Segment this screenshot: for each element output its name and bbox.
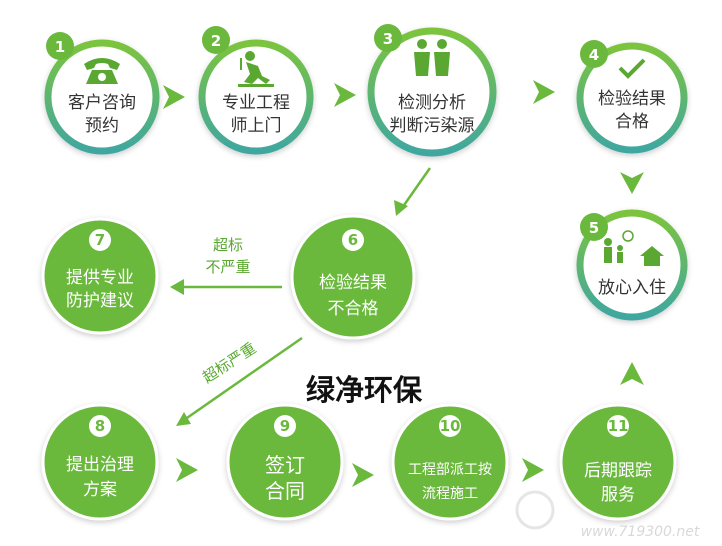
badge-5 xyxy=(580,213,608,241)
branch-label-minor-1: 超标 xyxy=(213,236,243,254)
step-3 xyxy=(367,27,497,157)
step-label: 客户咨询 xyxy=(68,93,136,113)
step-9 xyxy=(226,403,344,521)
branch-label-minor-2: 不严重 xyxy=(205,258,250,276)
step-label: 签订 xyxy=(265,453,305,477)
step-6 xyxy=(290,214,416,340)
worker-icon xyxy=(238,51,274,87)
step-label: 合同 xyxy=(265,479,305,503)
step-label: 后期跟踪 xyxy=(584,461,652,481)
step-label: 合格 xyxy=(615,112,649,132)
step-label: 师上门 xyxy=(231,116,282,136)
step-10 xyxy=(391,403,509,521)
step-number: 1 xyxy=(55,38,65,56)
step-label: 检验结果 xyxy=(319,273,387,293)
step-4 xyxy=(576,42,688,154)
branch-label-severe: 超标严重 xyxy=(199,339,259,387)
step-label: 检测分析 xyxy=(398,93,466,113)
step-number: 6 xyxy=(348,231,358,249)
step-number: 2 xyxy=(211,32,221,50)
arrow-10-11 xyxy=(522,458,544,482)
step-number: 8 xyxy=(95,417,105,435)
step-number: 9 xyxy=(280,417,290,435)
arrow-2-3 xyxy=(334,83,356,107)
step-label: 不合格 xyxy=(328,299,379,319)
watermark-url: www.719300.net xyxy=(581,524,700,540)
step-label: 预约 xyxy=(85,116,119,136)
arrow-6-8 xyxy=(176,412,191,426)
diagram-title: 绿净环保 xyxy=(306,373,423,407)
step-label: 专业工程 xyxy=(222,93,290,113)
arrow-3-4 xyxy=(533,80,555,104)
arrow-3-6 xyxy=(394,200,408,216)
technicians-icon xyxy=(414,39,450,76)
family-home-icon xyxy=(604,230,664,266)
arrow-1-2 xyxy=(163,85,185,109)
arrow-9-10 xyxy=(352,463,374,487)
arrow-11-5 xyxy=(620,362,644,385)
checkmark-icon xyxy=(618,58,646,79)
step-label: 提出治理 xyxy=(66,455,134,475)
step-number: 4 xyxy=(589,46,599,64)
telephone-icon xyxy=(84,58,120,84)
arrow-4-5 xyxy=(620,172,644,194)
step-number: 7 xyxy=(95,231,105,249)
step-label: 服务 xyxy=(601,485,635,505)
step-11 xyxy=(559,403,677,521)
step-2 xyxy=(198,39,314,155)
step-number: 3 xyxy=(383,30,393,48)
step-label: 流程施工 xyxy=(422,486,478,502)
connectors xyxy=(163,80,644,487)
step-label: 方案 xyxy=(83,480,117,500)
watermark: www.719300.net xyxy=(515,490,700,540)
step-number: 10 xyxy=(440,417,461,435)
arrow-8-9 xyxy=(176,458,198,482)
step-8 xyxy=(41,403,159,521)
step-label: 判断污染源 xyxy=(390,116,475,136)
step-label: 检验结果 xyxy=(598,89,666,109)
step-label: 放心入住 xyxy=(598,278,666,298)
step-number: 11 xyxy=(608,417,629,435)
connector-3-6 xyxy=(400,167,432,209)
badge-3 xyxy=(374,24,402,52)
step-7 xyxy=(41,217,159,335)
badge-4 xyxy=(580,40,608,68)
badge-2 xyxy=(202,26,230,54)
step-1 xyxy=(44,39,160,155)
connector-6-8 xyxy=(183,336,303,422)
step-number: 5 xyxy=(589,219,599,237)
step-label: 防护建议 xyxy=(66,291,134,311)
step-label: 提供专业 xyxy=(66,268,134,288)
step-label: 工程部派工按 xyxy=(408,462,492,478)
arrow-6-7 xyxy=(170,279,184,295)
badge-1 xyxy=(46,32,74,60)
